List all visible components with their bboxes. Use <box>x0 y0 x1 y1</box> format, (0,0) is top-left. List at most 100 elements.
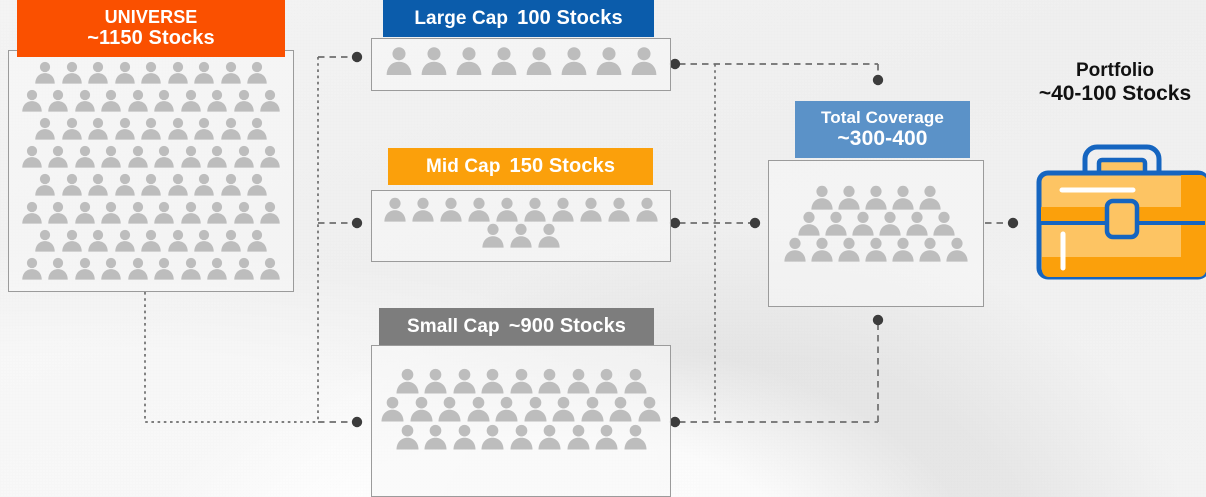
person-icon <box>167 229 188 252</box>
person-icon <box>596 47 621 76</box>
person-row <box>393 424 650 451</box>
total-coverage-label: Total Coverage <box>821 108 944 128</box>
person-icon <box>220 229 241 252</box>
person-icon <box>207 89 227 112</box>
mid-cap-value: 150 Stocks <box>509 155 616 177</box>
person-icon <box>101 145 121 168</box>
person-icon <box>114 117 135 140</box>
total-coverage-banner[interactable]: Total Coverage ~300-400 <box>795 101 970 158</box>
person-icon <box>811 237 833 262</box>
person-icon <box>88 173 108 196</box>
person-icon <box>491 47 516 76</box>
mid-cap-box[interactable] <box>371 190 671 262</box>
large-cap-box[interactable] <box>371 38 671 91</box>
person-icon <box>194 117 214 140</box>
person-icon <box>75 145 95 168</box>
person-icon <box>207 257 227 280</box>
person-row <box>19 145 284 169</box>
person-icon <box>865 237 887 262</box>
person-icon <box>932 211 955 236</box>
small-cap-banner[interactable]: Small Cap ~900 Stocks <box>379 308 654 345</box>
person-icon <box>61 117 82 140</box>
person-row <box>381 197 661 223</box>
dot-mid-cap-in <box>351 217 363 229</box>
person-icon <box>247 117 267 140</box>
universe-box[interactable] <box>8 50 294 292</box>
person-icon <box>538 424 561 450</box>
person-icon <box>154 201 174 224</box>
person-icon <box>468 197 490 222</box>
dot-coverage-top <box>872 74 884 86</box>
person-icon <box>838 185 860 210</box>
large-cap-value: 100 Stocks <box>517 7 623 29</box>
person-icon <box>61 173 82 196</box>
person-icon <box>167 117 188 140</box>
person-icon <box>638 396 661 422</box>
universe-banner[interactable]: UNIVERSE ~1150 Stocks <box>17 0 285 57</box>
person-icon <box>438 396 461 422</box>
person-row <box>782 237 971 263</box>
dot-coverage-bottom <box>872 314 884 326</box>
person-icon <box>452 424 476 450</box>
person-row <box>381 46 661 77</box>
person-icon <box>167 173 188 196</box>
person-icon <box>88 117 108 140</box>
person-icon <box>496 197 518 222</box>
person-icon <box>784 237 806 262</box>
dot-portfolio-in <box>1007 217 1019 229</box>
small-cap-box[interactable] <box>371 345 671 497</box>
person-icon <box>395 424 419 450</box>
person-icon <box>811 185 833 210</box>
person-icon <box>609 396 632 422</box>
person-icon <box>481 368 504 394</box>
mid-cap-banner[interactable]: Mid Cap 150 Stocks <box>388 148 653 185</box>
person-icon <box>101 89 121 112</box>
person-row <box>379 396 664 423</box>
person-icon <box>88 61 108 84</box>
person-icon <box>220 61 241 84</box>
dot-coverage-in <box>749 217 761 229</box>
mid-cap-people-grid <box>372 197 670 249</box>
total-coverage-box[interactable] <box>768 160 984 307</box>
person-icon <box>75 257 95 280</box>
person-icon <box>141 61 161 84</box>
total-coverage-value: ~300-400 <box>837 127 928 151</box>
dot-small-cap-in <box>351 416 363 428</box>
person-icon <box>181 145 201 168</box>
person-icon <box>141 117 161 140</box>
dot-mid-cap-out <box>669 217 681 229</box>
small-cap-value: ~900 Stocks <box>508 315 627 337</box>
person-icon <box>538 223 560 248</box>
person-row <box>795 211 957 237</box>
person-icon <box>919 185 941 210</box>
person-icon <box>141 229 161 252</box>
person-icon <box>636 197 658 222</box>
person-icon <box>234 257 254 280</box>
person-row <box>19 201 284 225</box>
person-icon <box>561 47 586 76</box>
person-row <box>19 89 284 113</box>
person-row <box>393 368 650 395</box>
person-icon <box>48 89 68 112</box>
person-icon <box>128 145 148 168</box>
dot-large-cap-in <box>351 51 363 63</box>
large-cap-banner[interactable]: Large Cap 100 Stocks <box>383 0 654 37</box>
person-icon <box>424 424 447 450</box>
person-icon <box>892 185 914 210</box>
person-icon <box>395 368 419 394</box>
person-icon <box>194 61 214 84</box>
person-icon <box>247 229 267 252</box>
person-icon <box>181 89 201 112</box>
person-icon <box>35 229 55 252</box>
person-row <box>19 257 284 281</box>
person-icon <box>260 257 280 280</box>
person-icon <box>154 89 174 112</box>
person-icon <box>595 424 618 450</box>
person-icon <box>608 197 630 222</box>
portfolio-title: Portfolio ~40-100 Stocks <box>1020 60 1206 107</box>
person-icon <box>580 197 602 222</box>
person-icon <box>22 201 42 224</box>
briefcase-icon[interactable] <box>1029 131 1206 286</box>
